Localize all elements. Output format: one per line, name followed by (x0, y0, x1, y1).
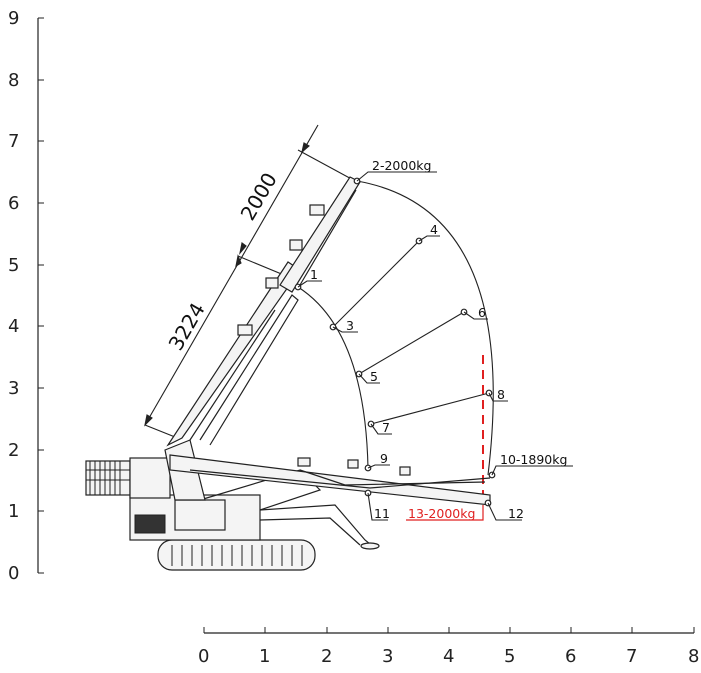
label-leader-red (406, 505, 484, 521)
point-label: 11 (374, 506, 390, 521)
x-axis: 0 1 2 3 4 5 6 7 8 (198, 627, 699, 667)
x-tick-label: 4 (443, 646, 454, 667)
x-tick-label: 7 (626, 646, 637, 667)
point-label: 3 (346, 318, 354, 333)
point-label: 7 (382, 420, 390, 435)
x-tick-label: 1 (259, 646, 270, 667)
label-leaders (297, 171, 573, 521)
x-tick-label: 6 (565, 646, 576, 667)
y-tick-label: 3 (8, 378, 19, 399)
y-axis: 0 1 2 3 4 5 6 7 8 9 (8, 8, 44, 584)
point-label: 6 (478, 305, 486, 320)
x-tick-label: 2 (321, 646, 332, 667)
crane-machine (85, 176, 491, 571)
point-label: 10-1890kg (500, 452, 567, 467)
y-tick-label: 6 (8, 193, 19, 214)
point-label: 9 (380, 451, 388, 466)
y-tick-label: 1 (8, 501, 19, 522)
lower-boom-dimension: 3224 (164, 298, 210, 354)
inner-arc (297, 286, 369, 469)
y-tick-label: 8 (8, 70, 19, 91)
y-tick-label: 9 (8, 8, 19, 29)
y-tick-label: 5 (8, 255, 19, 276)
y-tick-label: 7 (8, 131, 19, 152)
point-label: 8 (497, 387, 505, 402)
point-label: 4 (430, 222, 438, 237)
y-tick-label: 4 (8, 316, 19, 337)
point-label: 12 (508, 506, 524, 521)
y-tick-label: 2 (8, 440, 19, 461)
y-tick-label: 0 (8, 563, 19, 584)
x-tick-label: 8 (688, 646, 699, 667)
upper-boom-dimension: 2000 (236, 168, 282, 224)
x-tick-label: 3 (382, 646, 393, 667)
point-label: 1 (310, 267, 318, 282)
point-label: 5 (370, 369, 378, 384)
point-label: 2-2000kg (372, 158, 431, 173)
point-labels: 1 2-2000kg 3 4 5 6 7 8 9 10-1890kg 11 12… (310, 158, 567, 521)
x-tick-label: 0 (198, 646, 209, 667)
radial-lines (332, 240, 490, 425)
point-label-highlight: 13-2000kg (408, 506, 475, 521)
dimension-lines (144, 124, 358, 438)
reach-arc (356, 180, 494, 476)
x-tick-label: 5 (504, 646, 515, 667)
